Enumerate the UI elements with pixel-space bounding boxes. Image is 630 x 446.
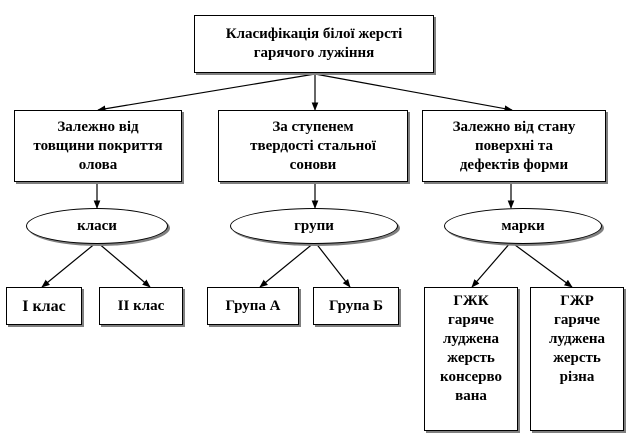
item-class-1: I клас	[6, 287, 82, 325]
arrow-grades-to-gzhk	[471, 241, 512, 288]
oval-groups: групи	[230, 208, 398, 244]
arrow-classes-to-class2	[96, 241, 151, 288]
category-thickness-box: Залежно від товщини покриття олова	[14, 110, 182, 182]
arrow-grades-to-gzhr	[510, 241, 573, 288]
item-group-b: Група Б	[313, 287, 399, 325]
item-group-a: Група А	[207, 287, 299, 325]
arrow-classes-to-class1	[41, 241, 98, 288]
oval-grades: марки	[444, 208, 602, 244]
category-hardness-box: За ступенем твердості стальної сонови	[218, 110, 408, 182]
root-box: Класифікація білої жерсті гарячого лужін…	[194, 15, 434, 73]
item-gzhr: ГЖР гаряче луджена жерсть різна	[530, 287, 624, 431]
arrow-root-to-thickness	[97, 73, 316, 113]
category-surface-box: Залежно від стану поверхні та дефектів ф…	[422, 110, 606, 182]
arrow-root-to-surface	[314, 73, 513, 112]
arrow-groups-to-group-a	[259, 241, 316, 288]
oval-classes: класи	[26, 208, 168, 244]
arrow-groups-to-group-b	[314, 241, 351, 288]
item-gzhk: ГЖК гаряче луджена жерсть консерво вана	[424, 287, 518, 431]
item-class-2: II клас	[99, 287, 183, 325]
